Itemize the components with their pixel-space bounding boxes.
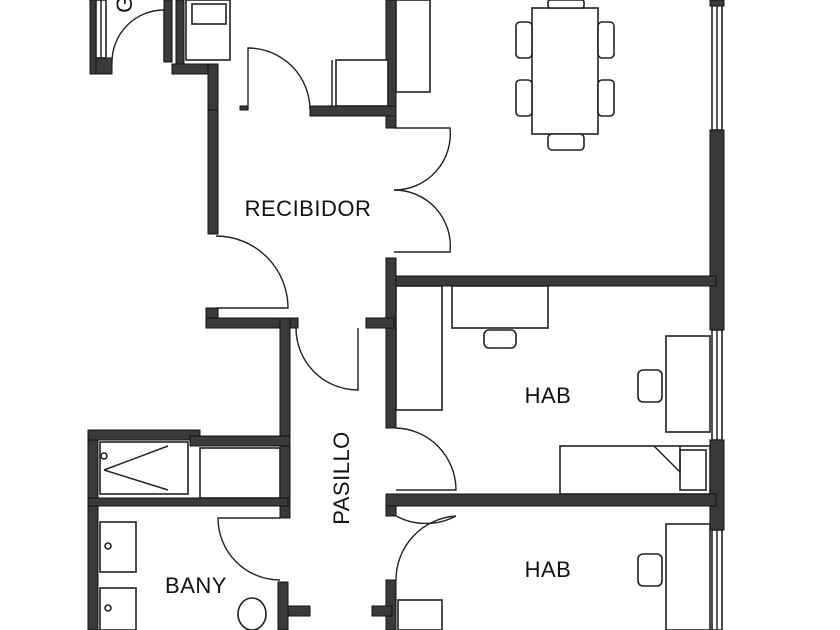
door-swing [395,427,457,491]
room-label-recibidor: RECIBIDOR [245,196,372,221]
wall-segment [189,435,291,447]
wall-segment [89,0,97,75]
chair-icon [637,553,663,587]
room-label-hab: HAB [525,383,572,408]
desk [665,523,711,630]
chair-icon [637,369,663,403]
wall-segment [385,493,717,507]
wall-segment [385,579,397,630]
cabinet [395,0,431,93]
wall-segment [163,0,173,63]
stove [191,3,227,25]
wall-segment [87,429,99,630]
chair-icon [483,329,517,349]
wall-segment [175,0,185,75]
room-label-partial: G [112,0,137,13]
wall-segment [279,317,291,519]
wall-segment [87,497,289,507]
wardrobe [397,599,443,630]
wall-segment [709,129,725,331]
chair-icon [515,0,615,151]
room-label-bany: BANY [165,573,227,598]
cabinet [199,447,281,499]
hab-2-furniture [397,523,711,630]
bany-fixtures [99,441,281,630]
wall-segment [239,105,249,111]
wall-segment [365,317,395,329]
bed-fold [653,445,681,474]
doors [111,9,457,581]
door-swing [215,235,289,309]
hab-1-furniture [451,285,711,495]
pillow [679,449,707,491]
door-swing [393,127,452,191]
wardrobe [395,285,443,411]
wall-segment [205,317,299,329]
wall-segment [309,105,397,117]
wall-segment [277,581,289,630]
shower [99,441,189,495]
wall-segment [207,109,219,235]
wall-segment [709,439,725,531]
door-swing [395,515,457,581]
window-cap [709,0,725,7]
door-swing [217,517,281,581]
door-swing [393,189,452,253]
room-label-hab: HAB [525,557,572,582]
room-labels: RECIBIDOR HAB HAB PASILLO BANY G [112,0,571,598]
room-label-pasillo: PASILLO [329,431,354,525]
shower-line [103,445,169,471]
toilet [237,597,267,630]
door-swing [247,47,311,111]
shower-drain [100,452,108,460]
faucet [104,604,112,612]
desk [451,285,549,329]
shower-line [103,469,169,491]
windows [95,0,725,630]
door-swing [111,9,165,63]
kitchen [185,0,431,107]
dining [515,0,615,151]
door-swing [395,515,457,525]
recibidor-furniture [395,285,443,411]
wall-segment [385,257,397,429]
door-swing [295,327,359,391]
fridge [335,59,389,107]
wall-segment [371,605,393,617]
wall-segment [385,275,717,287]
wall-segment [87,429,201,441]
dining-table [531,7,599,135]
desk [665,335,711,433]
wall-segment [287,605,311,617]
faucet [104,542,112,550]
wall-segment [207,63,219,113]
